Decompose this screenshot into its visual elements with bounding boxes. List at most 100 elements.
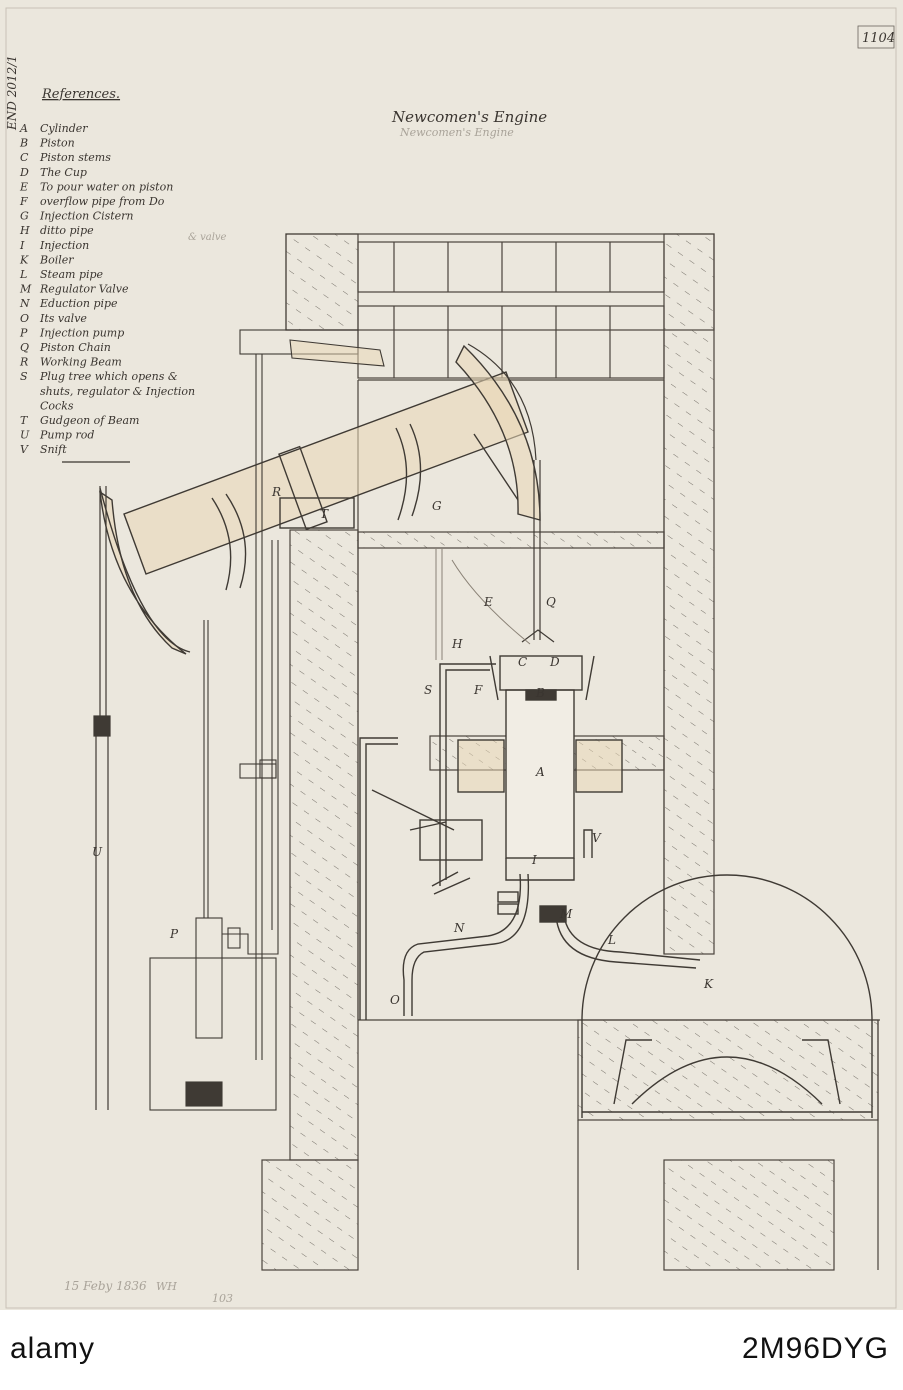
reference-row: E To pour water on piston bbox=[19, 180, 173, 193]
reference-letter: O bbox=[20, 312, 29, 325]
reference-row: S Plug tree which opens & bbox=[20, 370, 178, 383]
label-N: N bbox=[453, 921, 465, 935]
reference-description: Piston bbox=[39, 137, 75, 150]
reference-letter: B bbox=[19, 137, 28, 150]
reference-letter: A bbox=[19, 122, 28, 135]
reference-letter: P bbox=[19, 326, 28, 339]
reference-row: Cocks bbox=[40, 399, 74, 412]
reference-description: Plug tree which opens & bbox=[39, 370, 178, 383]
label-A: A bbox=[535, 765, 545, 779]
label-O: O bbox=[390, 993, 400, 1007]
reference-row: shuts, regulator & Injection bbox=[40, 385, 195, 398]
cylinder bbox=[359, 655, 701, 1020]
label-T: T bbox=[320, 507, 329, 521]
reference-letter: R bbox=[19, 356, 28, 369]
footer-date: 15 Feby 1836 bbox=[64, 1279, 147, 1293]
reference-description: Injection Cistern bbox=[39, 210, 134, 223]
label-K: K bbox=[703, 977, 714, 991]
pump-chain bbox=[93, 486, 111, 1110]
footer: 15 Feby 1836 WH 103 bbox=[64, 1279, 233, 1305]
reference-description: Snift bbox=[40, 443, 67, 456]
reference-row: G Injection Cistern bbox=[20, 210, 134, 223]
catalog-number: END 2012/1 bbox=[5, 55, 19, 131]
reference-description: Gudgeon of Beam bbox=[40, 414, 139, 427]
label-Q: Q bbox=[546, 595, 556, 609]
reference-letter: L bbox=[19, 268, 27, 281]
stock-banner: alamy 2M96DYG bbox=[0, 1310, 903, 1390]
reference-row: T Gudgeon of Beam bbox=[20, 414, 139, 427]
footer-initials: WH bbox=[156, 1280, 177, 1293]
reference-description: Cocks bbox=[40, 399, 74, 412]
reference-letter: T bbox=[20, 414, 29, 427]
boiler bbox=[581, 874, 873, 1118]
label-R: R bbox=[271, 485, 281, 499]
reference-row: N Eduction pipe bbox=[19, 297, 118, 310]
label-E: E bbox=[483, 595, 493, 609]
reference-description: Piston stems bbox=[39, 151, 111, 164]
sheet-number-box bbox=[857, 25, 895, 49]
footer-page: 103 bbox=[212, 1292, 233, 1305]
reference-description: Eduction pipe bbox=[39, 297, 118, 310]
reference-description: The Cup bbox=[40, 166, 87, 179]
reference-row: B Piston bbox=[19, 137, 75, 150]
reference-row: I Injection bbox=[19, 239, 89, 252]
upper-windows bbox=[357, 241, 665, 379]
reference-row: U Pump rod bbox=[20, 429, 94, 442]
sheet-border bbox=[5, 7, 897, 1309]
reference-row: L Steam pipe bbox=[19, 268, 104, 281]
reference-description: shuts, regulator & Injection bbox=[40, 385, 195, 398]
reference-letter: V bbox=[20, 443, 29, 456]
plug-tree bbox=[239, 329, 385, 1060]
reference-description: Injection bbox=[39, 239, 89, 252]
reference-row: Q Piston Chain bbox=[20, 341, 111, 354]
label-H: H bbox=[451, 637, 463, 651]
reference-letter: H bbox=[19, 224, 30, 237]
reference-letter: U bbox=[20, 429, 30, 442]
label-I: I bbox=[531, 853, 537, 867]
label-P: P bbox=[169, 927, 179, 941]
drawing-title: Newcomen's Engine bbox=[391, 108, 547, 126]
reference-letter: N bbox=[19, 297, 30, 310]
injection-pump bbox=[149, 620, 279, 1111]
label-L: L bbox=[607, 933, 616, 947]
reference-description: overflow pipe from Do bbox=[40, 195, 165, 208]
reference-letter: E bbox=[19, 180, 28, 193]
reference-description: To pour water on piston bbox=[40, 180, 173, 193]
reference-row: D The Cup bbox=[19, 166, 87, 179]
reference-description: Piston Chain bbox=[39, 341, 111, 354]
reference-letter: M bbox=[19, 283, 32, 296]
sheet-number: 1104 bbox=[862, 31, 895, 46]
label-F: F bbox=[473, 683, 483, 697]
pencil-note: & valve bbox=[188, 232, 227, 243]
stock-image-id: 2M96DYG bbox=[741, 1332, 889, 1365]
reference-letter: D bbox=[19, 166, 29, 179]
reference-description: Pump rod bbox=[39, 429, 94, 442]
reference-letter: G bbox=[20, 210, 29, 223]
label-G: G bbox=[432, 499, 442, 513]
reference-row: V Snift bbox=[20, 443, 67, 456]
label-B: B bbox=[535, 686, 545, 700]
reference-letter: F bbox=[19, 195, 28, 208]
reference-letter: I bbox=[19, 239, 25, 252]
reference-letter: S bbox=[20, 370, 28, 383]
reference-description: ditto pipe bbox=[40, 224, 94, 237]
reference-letter: Q bbox=[20, 341, 29, 354]
reference-description: Steam pipe bbox=[40, 268, 104, 281]
piston-chain bbox=[467, 343, 555, 643]
reference-row: C Piston stems bbox=[20, 151, 111, 164]
label-D: D bbox=[549, 655, 560, 669]
stock-logo: alamy bbox=[10, 1332, 96, 1365]
references-heading: References. bbox=[41, 87, 120, 102]
water-pipe bbox=[451, 559, 531, 645]
reference-letter: C bbox=[20, 151, 29, 164]
